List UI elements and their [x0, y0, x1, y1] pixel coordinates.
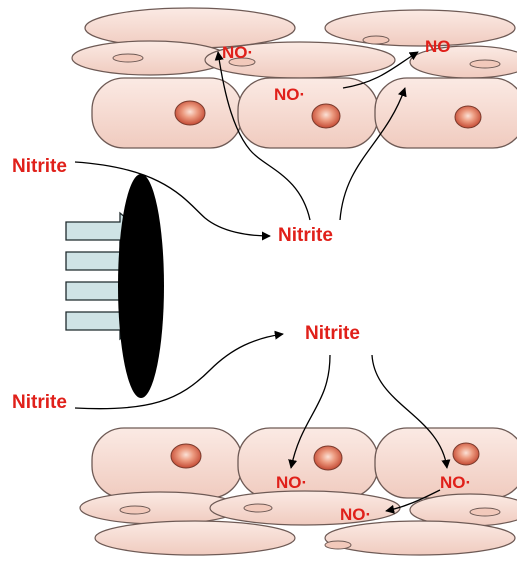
top-endothelial-cell	[375, 78, 517, 148]
bottom-flat-cell	[210, 491, 400, 525]
top-flat-nucleus	[113, 54, 143, 62]
bottom-endothelial-cell	[92, 428, 242, 498]
bottom-flat-nucleus	[244, 504, 272, 512]
label-no-bottom-2: NO·	[440, 474, 471, 491]
top-vessel-wall	[72, 8, 517, 148]
top-nucleus	[175, 101, 205, 125]
bottom-endothelial-cell	[238, 428, 378, 498]
bottom-flat-cell	[325, 521, 515, 555]
top-nucleus	[455, 106, 481, 128]
bottom-nucleus	[453, 443, 479, 465]
light-source	[66, 174, 164, 398]
bottom-nucleus	[314, 446, 342, 470]
top-endothelial-cell	[92, 78, 242, 148]
top-flat-nucleus	[470, 60, 500, 68]
top-flat-nucleus	[363, 36, 389, 44]
label-no-top-3: NO·	[274, 86, 305, 103]
label-no-top-1: NO·	[222, 44, 253, 61]
top-flat-cell	[72, 41, 228, 75]
label-nitrite-center-upper: Nitrite	[278, 226, 333, 245]
black-lens	[118, 174, 164, 398]
bottom-flat-nucleus	[470, 508, 500, 516]
top-flat-cell	[325, 10, 515, 46]
label-nitrite-center-lower: Nitrite	[305, 324, 360, 343]
top-endothelial-cell	[238, 78, 378, 148]
label-no-top-2: NO	[425, 38, 451, 55]
bottom-flat-nucleus	[120, 506, 150, 514]
label-no-bottom-1: NO·	[276, 474, 307, 491]
arrow-nitrite-to-center-lower	[75, 334, 283, 409]
label-nitrite-left-bottom: Nitrite	[12, 393, 67, 412]
bottom-nucleus	[171, 444, 201, 468]
bottom-flat-nucleus	[325, 541, 351, 549]
label-no-bottom-3: NO·	[340, 506, 371, 523]
top-nucleus	[312, 104, 340, 128]
bottom-flat-cell	[95, 521, 295, 555]
label-nitrite-left-top: Nitrite	[12, 157, 67, 176]
